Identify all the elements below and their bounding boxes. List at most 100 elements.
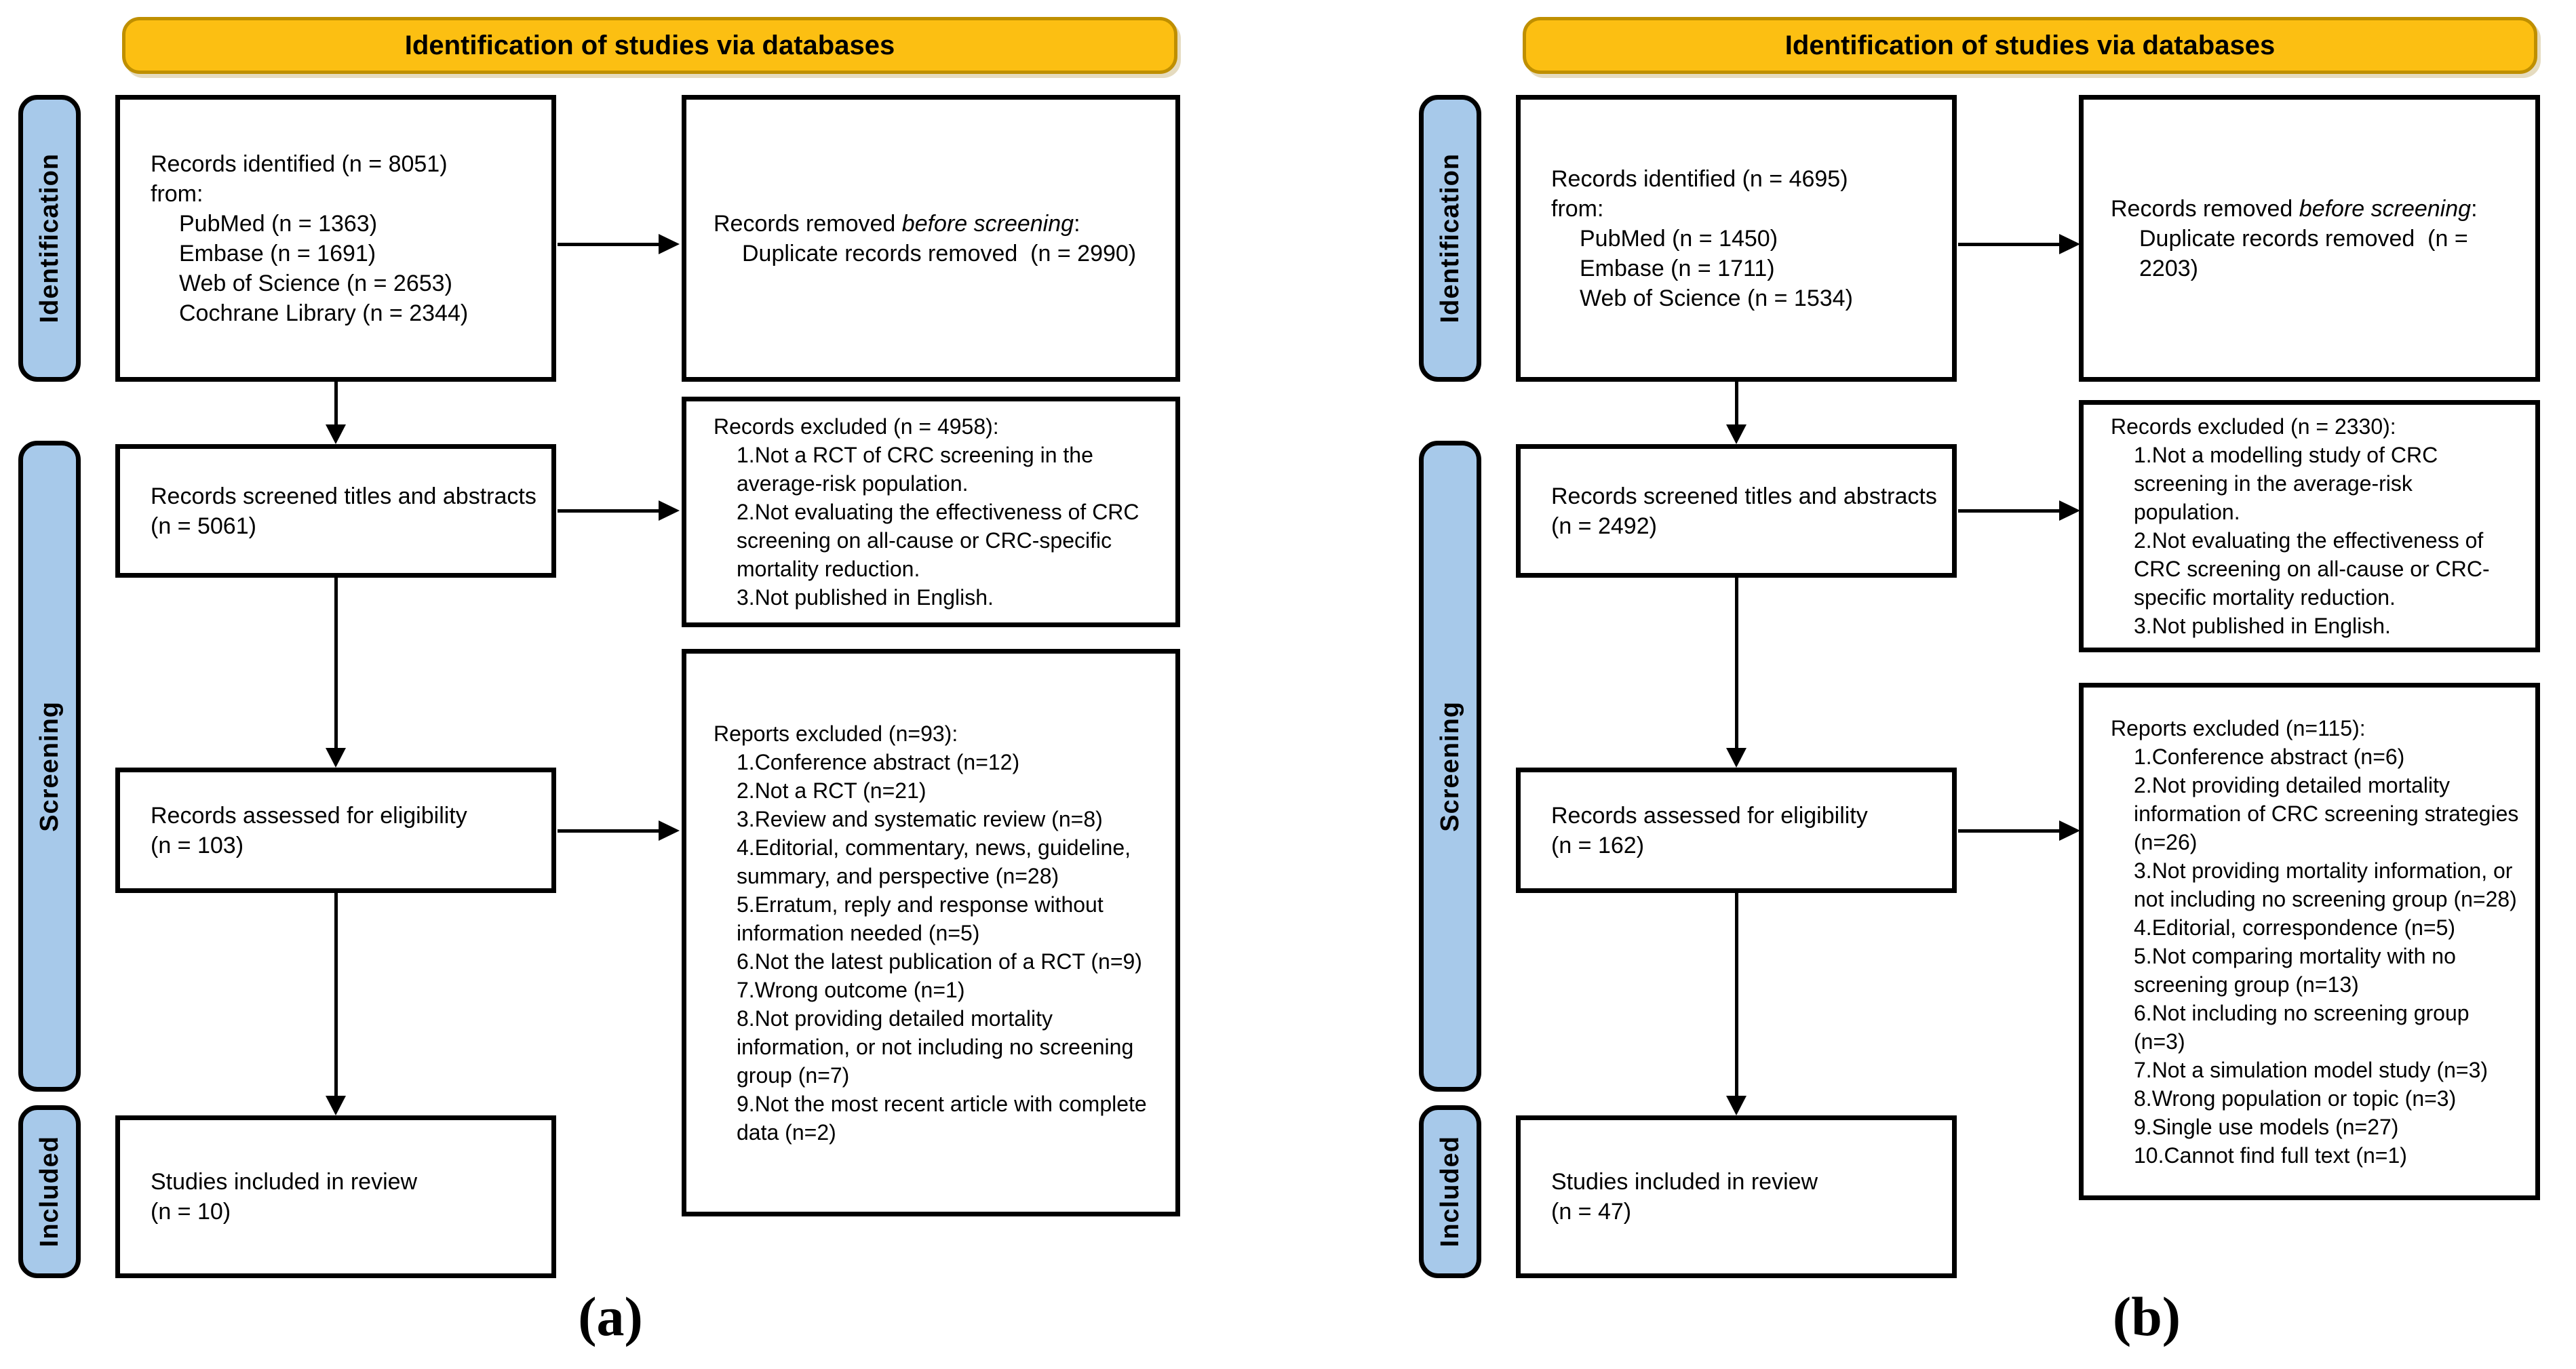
arrow-line [558, 829, 659, 833]
reports-excluded-item: 3.Not providing mortality information, o… [2134, 858, 2517, 911]
arrow-line [334, 893, 338, 1096]
reports-excluded-list: 1.Conference abstract (n=6)2.Not providi… [2111, 742, 2520, 1170]
stage-pill-screening: Screening [18, 441, 81, 1092]
stage-label-identification: Identification [1435, 153, 1464, 323]
arrow-head-down-icon [326, 424, 346, 444]
records-assessed-count: (n = 103) [151, 832, 244, 858]
arrow-line [334, 578, 338, 749]
arrow-screened-to-excluded [1958, 500, 2080, 521]
records-assessed-count: (n = 162) [1551, 832, 1645, 858]
box-records-excluded: Records excluded (n = 2330): 1.Not a mod… [2079, 400, 2540, 652]
database-source: Embase (n = 1691) [179, 240, 376, 266]
arrow-line [558, 509, 659, 513]
stage-pill-identification: Identification [1419, 95, 1481, 382]
records-excluded-header: Records excluded (n = 2330): [2111, 414, 2396, 439]
arrow-line [1735, 578, 1738, 749]
reports-excluded-list: 1.Conference abstract (n=12) 2.Not a RCT … [714, 748, 1160, 1147]
reports-excluded-item: 9.Not the most recent article with compl… [737, 1091, 1147, 1145]
reports-excluded-item: 4.Editorial, correspondence (n=5) [2134, 915, 2456, 940]
arrow-head-down-icon [1726, 748, 1746, 768]
records-excluded-item: 3.Not published in English. [737, 585, 994, 610]
banner-identification-via-databases: Identification of studies via databases [122, 17, 1177, 74]
records-screened-title: Records screened titles and abstracts [1551, 483, 1937, 509]
box-reports-excluded: Reports excluded (n=93): 1.Conference ab… [682, 649, 1180, 1216]
box-records-removed: Records removed before screening: Duplic… [682, 95, 1180, 382]
arrow-head-right-icon [659, 500, 680, 521]
arrow-assessed-to-included [1726, 893, 1746, 1115]
reports-excluded-item: 7.Not a simulation model study (n=3) [2134, 1057, 2489, 1082]
arrow-head-down-icon [1726, 424, 1746, 444]
banner-text: Identification of studies via databases [1784, 30, 2276, 60]
box-records-identified: Records identified (n = 4695) from: PubM… [1516, 95, 1957, 382]
records-excluded-item: 3.Not published in English. [2134, 614, 2391, 638]
arrow-line [334, 382, 338, 425]
stage-label-screening: Screening [1435, 700, 1464, 832]
arrow-line [1735, 382, 1738, 425]
arrow-identified-to-screened [1726, 382, 1746, 444]
records-excluded-header: Records excluded (n = 4958): [714, 414, 999, 439]
arrow-line [1958, 829, 2060, 833]
reports-excluded-item: 8.Not providing detailed mortality infor… [737, 1006, 1134, 1088]
reports-excluded-item: 10.Cannot find full text (n=1) [2134, 1143, 2407, 1168]
records-excluded-list: 1.Not a RCT of CRC screening in the aver… [714, 441, 1160, 612]
records-identified-title: Records identified (n = 4695) [1551, 165, 1848, 192]
studies-included-count: (n = 47) [1551, 1199, 1632, 1225]
panel-b: Identification of studies via databases … [1401, 0, 2576, 1369]
arrow-assessed-to-reports-excluded [1958, 820, 2080, 841]
box-records-identified: Records identified (n = 8051) from: PubM… [115, 95, 556, 382]
stage-pill-included: Included [1419, 1105, 1481, 1278]
records-assessed-title: Records assessed for eligibility [1551, 802, 1868, 829]
stage-label-identification: Identification [35, 153, 64, 323]
arrow-screened-to-excluded [558, 500, 680, 521]
box-records-excluded: Records excluded (n = 4958): 1.Not a RCT… [682, 397, 1180, 627]
box-records-assessed: Records assessed for eligibility (n = 10… [115, 768, 556, 893]
arrow-line [1958, 509, 2060, 513]
arrow-head-right-icon [659, 234, 680, 254]
reports-excluded-item: 1.Conference abstract (n=12) [737, 749, 1020, 774]
box-records-removed: Records removed before screening: Duplic… [2079, 95, 2540, 382]
reports-excluded-header: Reports excluded (n=93): [714, 721, 958, 746]
database-source: Web of Science (n = 2653) [179, 270, 452, 296]
records-identified-from: from: [1551, 195, 1604, 222]
arrow-screened-to-assessed [1726, 578, 1746, 768]
arrow-head-right-icon [2059, 234, 2080, 254]
records-excluded-item: 1.Not a RCT of CRC screening in the aver… [737, 443, 1093, 496]
records-screened-title: Records screened titles and abstracts [151, 483, 536, 509]
records-excluded-item: 1.Not a modelling study of CRC screening… [2134, 443, 2438, 524]
database-source: PubMed (n = 1450) [1580, 225, 1778, 252]
arrow-line [1958, 243, 2060, 246]
records-excluded-item: 2.Not evaluating the effectiveness of CR… [737, 500, 1139, 581]
database-source-list: PubMed (n = 1363)Embase (n = 1691)Web of… [151, 209, 539, 328]
database-source: Embase (n = 1711) [1580, 255, 1775, 281]
stage-pill-included: Included [18, 1105, 81, 1278]
box-reports-excluded: Reports excluded (n=115): 1.Conference a… [2079, 683, 2540, 1200]
stage-label-included: Included [35, 1136, 64, 1248]
reports-excluded-item: 1.Conference abstract (n=6) [2134, 744, 2405, 769]
stage-pill-identification: Identification [18, 95, 81, 382]
records-identified-title: Records identified (n = 8051) [151, 151, 448, 177]
arrow-identified-to-removed [558, 234, 680, 254]
reports-excluded-item: 6.Not including no screening group (n=3) [2134, 1000, 2470, 1054]
arrow-head-down-icon [1726, 1096, 1746, 1115]
arrow-head-right-icon [2059, 820, 2080, 841]
studies-included-title: Studies included in review [151, 1169, 418, 1195]
panel-label-b: (b) [2112, 1286, 2181, 1347]
records-removed-header: Records removed before screening: [2111, 194, 2520, 224]
records-excluded-item: 2.Not evaluating the effectiveness of CR… [2134, 528, 2490, 610]
arrow-assessed-to-included [326, 893, 346, 1115]
records-removed-header: Records removed before screening: [714, 209, 1160, 239]
reports-excluded-item: 2.Not a RCT (n=21) [737, 778, 926, 803]
database-source: Web of Science (n = 1534) [1580, 285, 1853, 311]
reports-excluded-item: 8.Wrong population or topic (n=3) [2134, 1086, 2457, 1111]
records-identified-from: from: [151, 180, 203, 207]
arrow-identified-to-removed [1958, 234, 2080, 254]
panel-label-a: (a) [578, 1286, 643, 1347]
reports-excluded-item: 4.Editorial, commentary, news, guideline… [737, 835, 1131, 888]
records-removed-text: Records removed [2111, 195, 2299, 222]
reports-excluded-item: 9.Single use models (n=27) [2134, 1114, 2399, 1139]
arrow-head-right-icon [2059, 500, 2080, 521]
records-screened-count: (n = 5061) [151, 513, 256, 539]
stage-label-screening: Screening [35, 700, 64, 832]
stage-label-included: Included [1435, 1136, 1464, 1248]
duplicates-removed-detail: Duplicate records removed (n = 2203) [2139, 225, 2475, 281]
